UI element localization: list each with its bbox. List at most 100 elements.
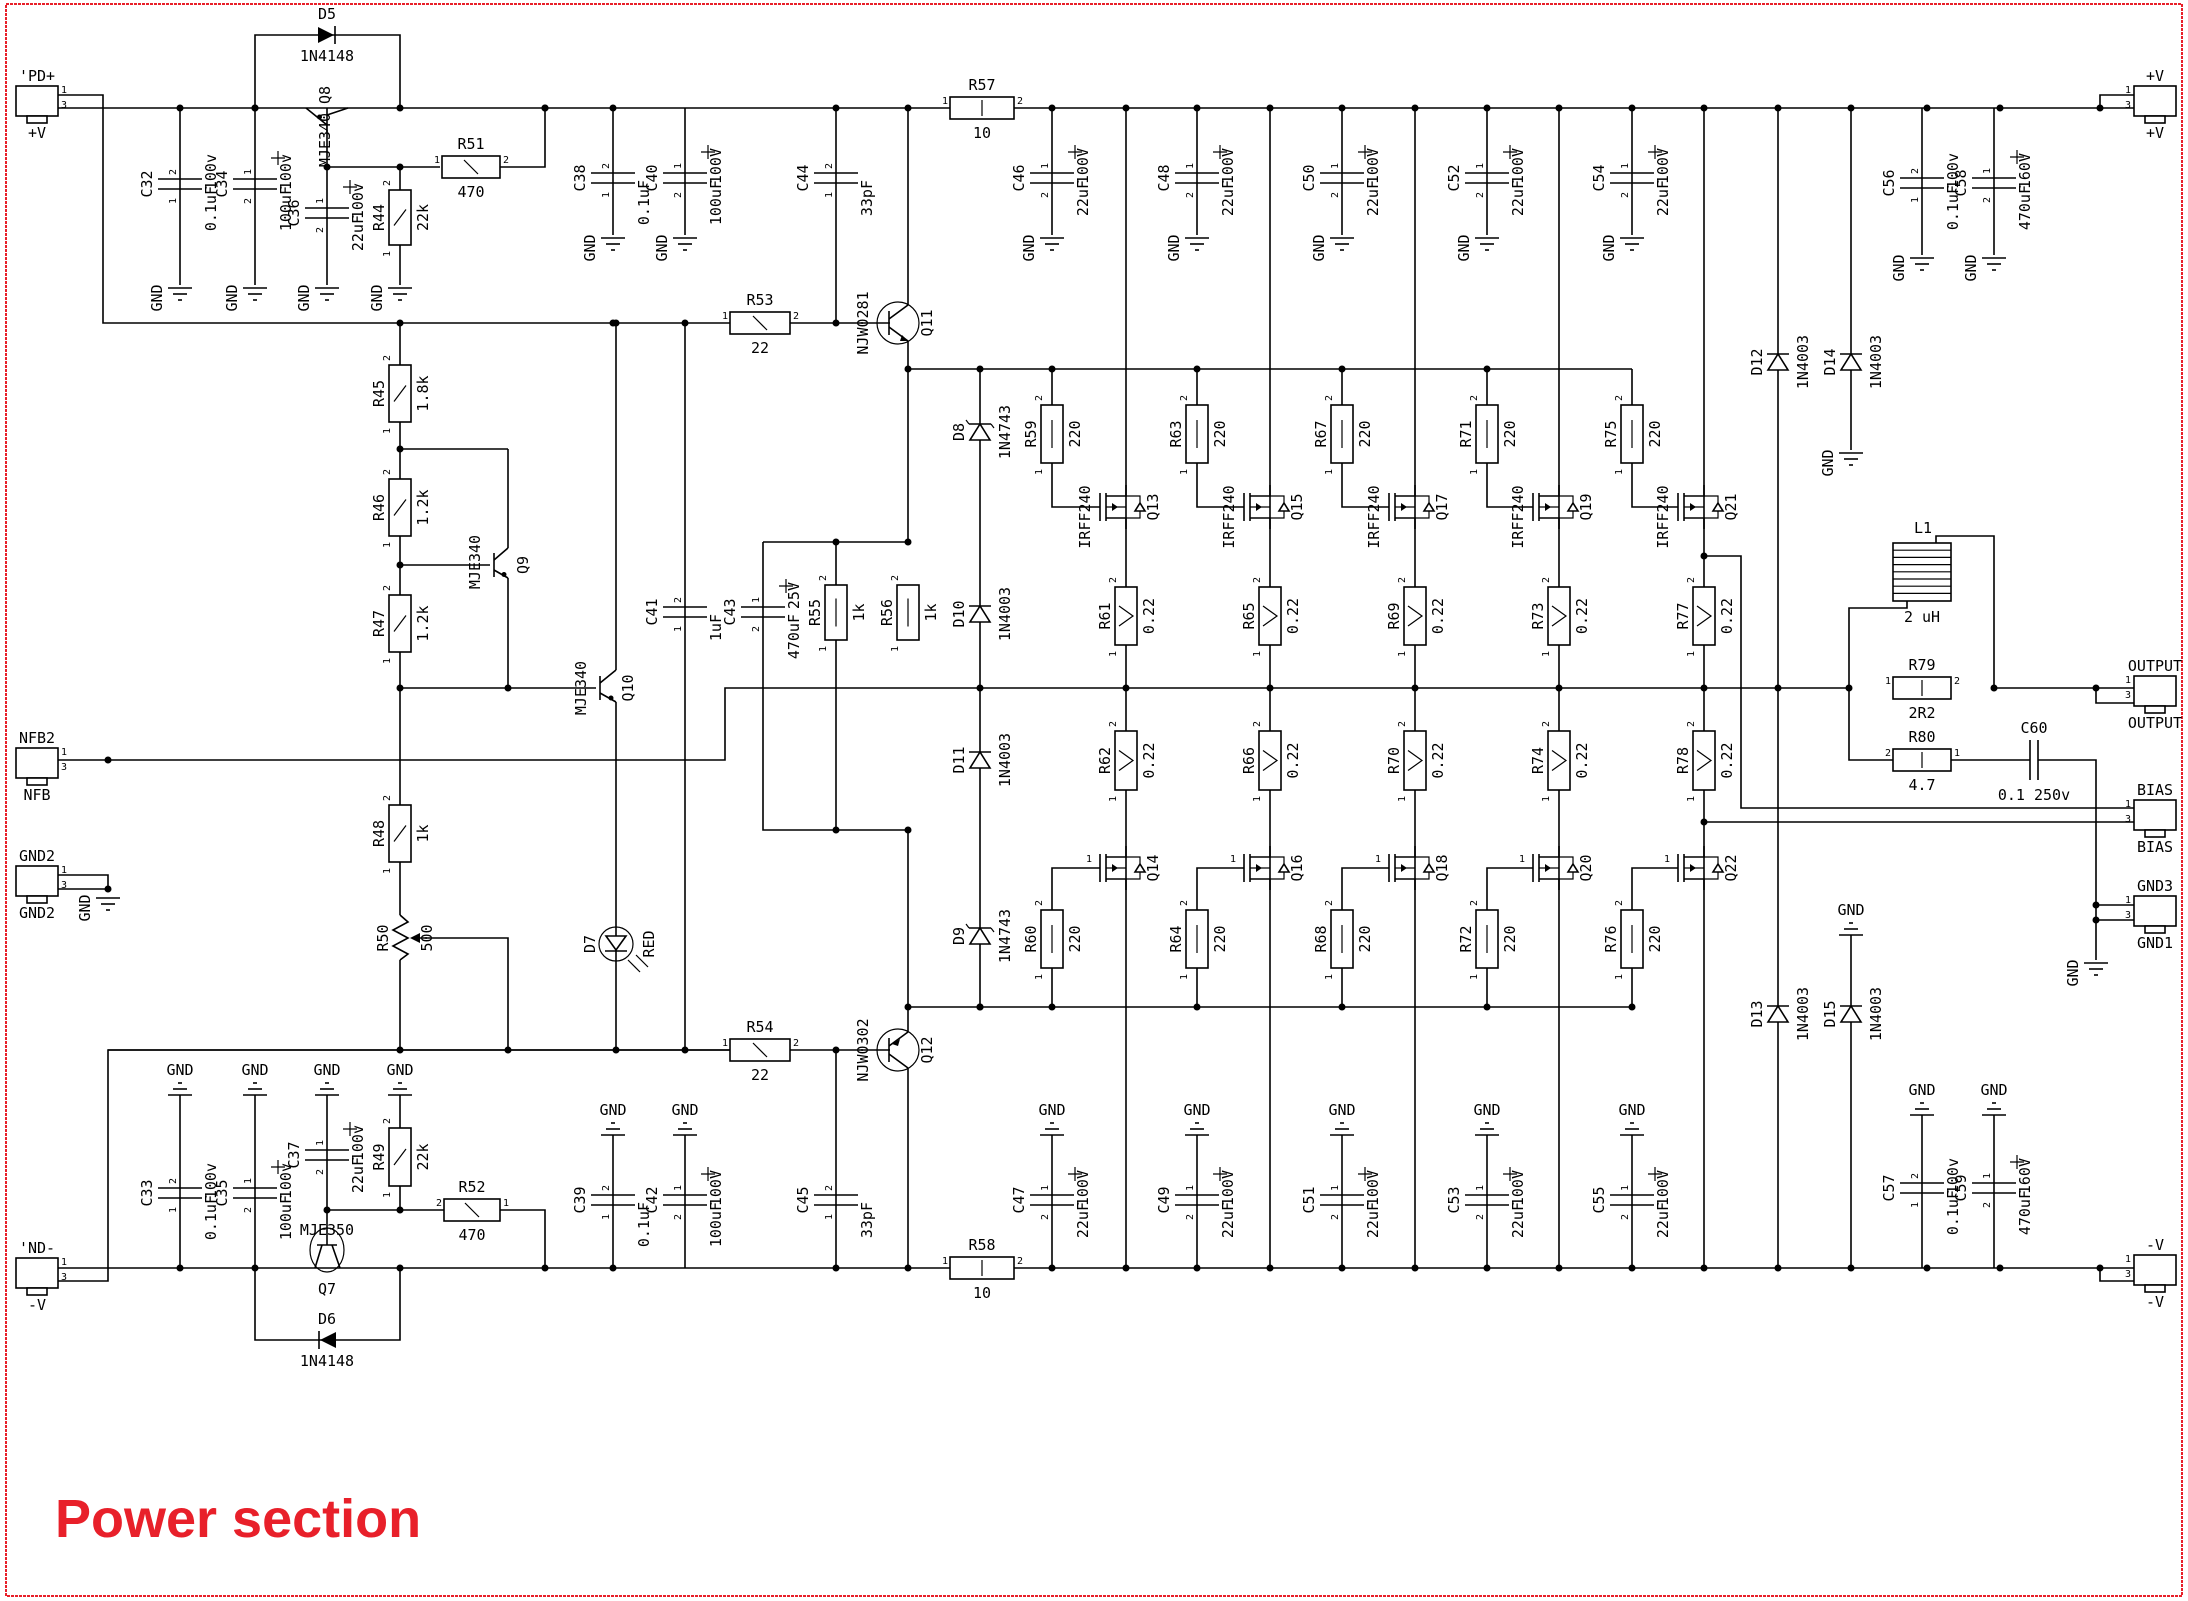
component-value: 1.2k	[414, 489, 432, 525]
pin-number: 1	[1469, 974, 1480, 980]
reference-designator: C36	[285, 199, 303, 226]
ground-symbol: GND	[1837, 901, 1865, 936]
lead	[331, 1244, 341, 1269]
pin-number: 1	[1982, 1173, 1993, 1179]
reference-designator: D15	[1821, 1000, 1839, 1027]
polarity-plus-icon	[1503, 1167, 1517, 1181]
connector-nd: 'ND--V13	[15, 1239, 67, 1314]
pin-number: 1	[2125, 799, 2131, 810]
component-value: 22uF	[349, 215, 367, 251]
emitter-arrow	[501, 572, 507, 577]
component-value: 22uF	[1074, 1202, 1092, 1238]
polarity-plus-icon	[1213, 145, 1227, 159]
reference-designator: Q15	[1288, 493, 1306, 520]
connector-tab	[2144, 829, 2166, 838]
wire	[58, 687, 1851, 761]
connector-sublabel: BIAS	[2137, 838, 2173, 856]
component-value: 220	[1356, 925, 1374, 952]
ground-label: GND	[1837, 901, 1864, 919]
pin-number: 1	[1034, 469, 1045, 475]
component-value: MJE340	[572, 661, 590, 715]
pin-number: 1	[1330, 163, 1341, 169]
wiper-arrow	[410, 933, 420, 943]
pin-number: 2	[673, 1214, 684, 1220]
component-value: 1k	[850, 603, 868, 621]
body-diode	[1422, 862, 1436, 873]
pin-number: 1	[2125, 1254, 2131, 1265]
reference-designator: R57	[968, 76, 995, 94]
component-value: 470uF	[785, 614, 803, 659]
component-value: 4.7	[1908, 776, 1935, 794]
ground-label: GND	[1038, 1101, 1065, 1119]
pin-number: 2	[1324, 900, 1335, 906]
pin-number: 1	[1324, 974, 1335, 980]
ground-label: GND	[1455, 234, 1473, 261]
component-rating: 100V	[1654, 148, 1672, 184]
polarity-plus-icon	[1068, 1167, 1082, 1181]
pin-number: 2	[382, 180, 393, 186]
drain-lead	[1539, 485, 1560, 497]
reference-designator: C47	[1010, 1186, 1028, 1213]
pin-number: 2	[824, 1185, 835, 1191]
component-rating: 160V	[2016, 153, 2034, 189]
pin-number: 1	[1185, 163, 1196, 169]
sheet-frame	[5, 3, 2183, 1597]
ground-label: GND	[295, 284, 313, 311]
reference-designator: D5	[318, 5, 336, 23]
ground-symbol: GND	[223, 284, 267, 312]
connector-tab	[26, 895, 48, 904]
reference-designator: D14	[1821, 348, 1839, 375]
reference-designator: R52	[458, 1178, 485, 1196]
polarity-plus-icon	[1648, 1167, 1662, 1181]
pin-number: 2	[824, 163, 835, 169]
resistor-glyph	[1262, 750, 1279, 771]
pin-number: 1	[751, 597, 762, 603]
body-diode	[1277, 862, 1291, 873]
component-value: 470uF	[2016, 1190, 2034, 1235]
pin-number: 3	[61, 762, 67, 773]
pin-number: 2	[1397, 721, 1408, 727]
lead	[888, 1031, 909, 1047]
reference-designator: R53	[746, 291, 773, 309]
junction-dot	[1923, 104, 1931, 112]
wire	[1631, 463, 1678, 508]
pin-number: 1	[673, 163, 684, 169]
pin-number: 2	[1179, 900, 1190, 906]
mosfet-q16: Q16	[1243, 846, 1306, 890]
emitter-arrow	[900, 335, 908, 341]
component-value: 22uF	[1654, 1202, 1672, 1238]
reference-designator: C44	[794, 164, 812, 191]
diode-triangle	[1839, 352, 1863, 371]
resistor-glyph	[1118, 750, 1135, 771]
pin-number: 1	[61, 1257, 67, 1268]
source-lead	[1250, 517, 1271, 529]
reference-designator: R49	[370, 1143, 388, 1170]
pin-number: 1	[818, 646, 829, 652]
component-value: MJE340	[316, 113, 334, 167]
connector-body	[2133, 675, 2177, 707]
pin-number: 1	[2125, 85, 2131, 96]
reference-designator: C60	[2020, 719, 2047, 737]
component-value: 22uF	[1509, 1202, 1527, 1238]
component-rating: 100v	[277, 1163, 295, 1199]
pin-number: 2	[1108, 721, 1119, 727]
junction-dot	[904, 1003, 912, 1011]
emitter-arrow	[608, 695, 614, 701]
connector-body	[15, 747, 59, 779]
component-value: 22	[751, 1066, 769, 1084]
pin-number: 2	[1614, 395, 1625, 401]
